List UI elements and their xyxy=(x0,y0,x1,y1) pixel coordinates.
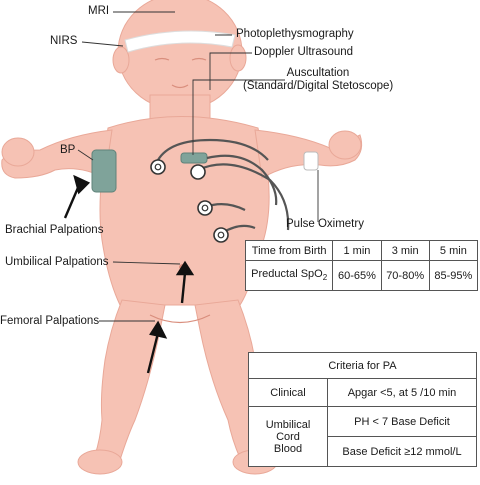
electrode xyxy=(190,164,206,180)
criteria-clinical-label: Clinical xyxy=(248,378,328,407)
palpation-arrows xyxy=(63,174,195,374)
headband xyxy=(124,30,236,53)
criteria-title: Criteria for PA xyxy=(248,352,477,379)
bp-cuff xyxy=(91,149,117,193)
criteria-cord-label-line2: Blood xyxy=(273,442,303,455)
doppler-probe xyxy=(180,152,208,164)
label-bp: BP xyxy=(60,144,76,156)
leader-lines xyxy=(77,11,319,322)
label-auscultation-line1: Auscultation xyxy=(286,67,350,79)
infant-left-leg xyxy=(94,299,166,461)
spo2-header-3min: 3 min xyxy=(380,240,430,261)
criteria-cord-label: Umbilical Cord Blood xyxy=(248,406,328,467)
label-pulse-oximetry: Pulse Oximetry xyxy=(286,218,364,230)
ecg-electrodes xyxy=(150,159,229,243)
criteria-clinical-row: Clinical Apgar <5, at 5 /10 min xyxy=(248,378,477,407)
label-auscultation: Auscultation (Standard/Digital Stetoscop… xyxy=(243,67,393,93)
electrode xyxy=(150,159,166,175)
electrode xyxy=(213,227,229,243)
spo2-value-1min: 60-65% xyxy=(332,260,382,291)
spo2-header-time: Time from Birth xyxy=(244,240,334,261)
label-photoplethysmography: Photoplethysmography xyxy=(236,28,354,40)
criteria-cord-value-2: Base Deficit ≥12 mmol/L xyxy=(327,436,477,467)
infant-head xyxy=(117,0,243,111)
criteria-cord-row-1: Umbilical Cord Blood PH < 7 Base Deficit xyxy=(248,406,477,467)
pulse-oximeter-band xyxy=(303,151,319,171)
spo2-value-5min: 85-95% xyxy=(428,260,479,291)
spo2-header-1min: 1 min xyxy=(332,240,382,261)
spo2-row-label-sub: 2 xyxy=(322,273,328,283)
spo2-header-5min: 5 min xyxy=(428,240,479,261)
electrode xyxy=(197,200,213,216)
label-mri: MRI xyxy=(88,5,110,17)
spo2-value-row: Preductal SpO2 60-65% 70-80% 85-95% xyxy=(244,260,479,291)
spo2-row-label-text: Preductal SpO xyxy=(251,268,323,281)
spo2-value-3min: 70-80% xyxy=(380,260,430,291)
label-femoral-palpations: Femoral Palpations xyxy=(0,315,100,327)
criteria-cord-label-line1: Umbilical Cord xyxy=(265,418,311,443)
criteria-cord-row-2: Base Deficit ≥12 mmol/L xyxy=(249,436,477,467)
criteria-clinical-value: Apgar <5, at 5 /10 min xyxy=(327,378,477,407)
criteria-cord-value-1: PH < 7 Base Deficit xyxy=(327,406,477,437)
label-nirs: NIRS xyxy=(50,35,78,47)
label-umbilical-palpations: Umbilical Palpations xyxy=(5,256,109,268)
spo2-row-label: Preductal SpO2 xyxy=(244,260,334,291)
infant-left-arm xyxy=(1,129,113,179)
infant-face xyxy=(149,57,211,324)
spo2-table: Time from Birth 1 min 3 min 5 min Preduc… xyxy=(244,240,479,291)
criteria-table: Criteria for PA Clinical Apgar <5, at 5 … xyxy=(248,352,477,467)
label-doppler-ultrasound: Doppler Ultrasound xyxy=(254,46,354,58)
label-auscultation-line2: (Standard/Digital Stetoscope) xyxy=(243,80,394,92)
sensor-cables xyxy=(157,138,290,234)
label-brachial-palpations: Brachial Palpations xyxy=(5,224,104,236)
spo2-header-row: Time from Birth 1 min 3 min 5 min xyxy=(244,240,479,261)
criteria-title-row: Criteria for PA xyxy=(248,352,477,379)
